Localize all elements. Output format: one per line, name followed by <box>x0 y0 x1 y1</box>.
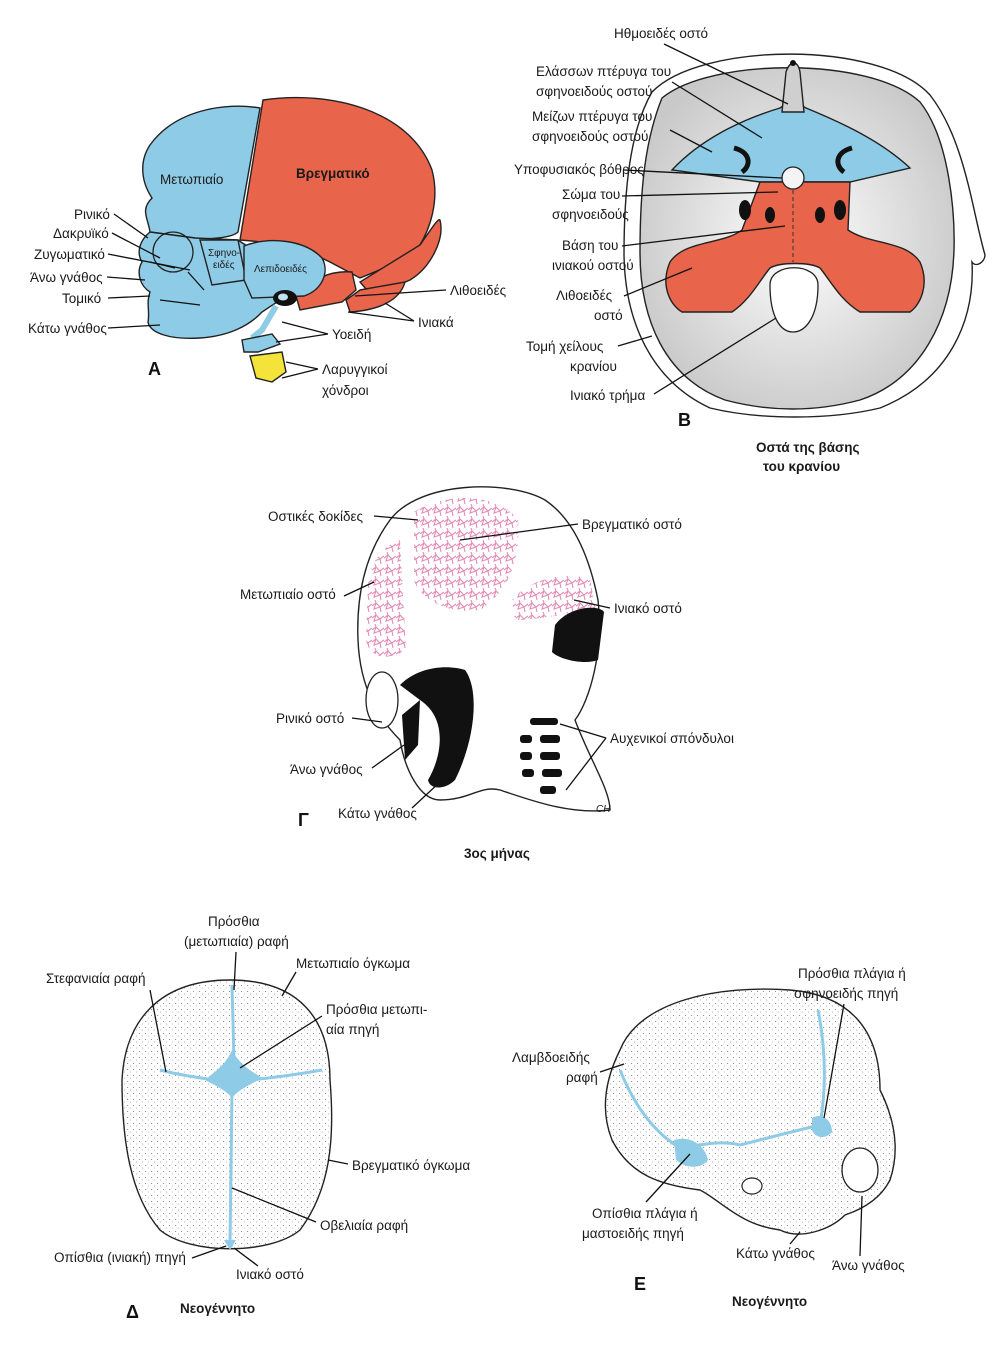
greater-wing-label-b2: σφηνοειδούς οστού <box>532 129 648 144</box>
panel-letter-d: Δ <box>126 1302 139 1322</box>
lambdoid-label-e1: Λαμβδοειδής <box>512 1050 590 1065</box>
sphenoid-fontanelle <box>812 1115 832 1138</box>
laryngeal-cartilage-a <box>249 351 287 383</box>
panel-c-fetus-skull <box>357 486 611 812</box>
frontal-label-c: Μετωπιαίο οστό <box>240 587 336 602</box>
trabeculae-label-c: Οστικές δοκίδες <box>268 509 363 524</box>
orbit-a <box>152 231 194 273</box>
frontal-ossification <box>366 540 406 657</box>
anterior-fontanelle <box>205 1050 262 1098</box>
petrous-label-a: Λιθοειδές <box>450 283 507 298</box>
panel-letter-e: Ε <box>634 1274 646 1294</box>
petrous-label-b2: οστό <box>594 308 623 323</box>
cervical-label-c: Αυχενικοί σπόνδυλοι <box>610 731 734 746</box>
caption-d: Νεογέννητο <box>180 1301 255 1316</box>
panel-letter-c: Γ <box>298 810 309 830</box>
cut-label-b2: κρανίου <box>570 359 617 374</box>
frontal-label-a: Μετωπιαίο <box>160 172 223 187</box>
panel-a-skull <box>138 96 442 383</box>
ant-fontanelle-label-d2: αία πηγή <box>326 1022 379 1037</box>
petrous-label-b1: Λιθοειδές <box>556 288 613 303</box>
mandible-label-c: Κάτω γνάθος <box>338 806 417 821</box>
squamous-bone-a <box>243 240 326 299</box>
sphenoid-font-label-e1: Πρόσθια πλάγια ή <box>798 966 906 981</box>
ant-fontanelle-label-d1: Πρόσθια μετωπι- <box>326 1002 427 1017</box>
mastoid-font-label-e1: Οπίσθια πλάγια ή <box>592 1206 698 1221</box>
maxilla-label-a: Άνω γνάθος <box>30 270 103 285</box>
coronal-label-d: Στεφανιαία ραφή <box>46 971 145 986</box>
caption-b1: Οστά της βάσης <box>756 440 860 455</box>
lesser-wing-label-b1: Ελάσσων πτέρυγα του <box>536 64 671 79</box>
caption-c: 3ος μήνας <box>464 846 530 861</box>
caption-e: Νεογέννητο <box>732 1294 807 1309</box>
frontal-suture-label-d1: Πρόσθια <box>208 914 260 929</box>
cut-label-b1: Τομή χείλους <box>526 339 604 354</box>
maxilla-label-c: Άνω γνάθος <box>290 762 363 777</box>
nasal-label-c: Ρινικό οστό <box>276 711 344 726</box>
mastoid-fontanelle <box>674 1138 708 1167</box>
mandible-label-a: Κάτω γνάθος <box>28 321 107 336</box>
zygomatic-label-a: Ζυγωματικό <box>34 247 105 262</box>
lesser-wing-label-b2: σφηνοειδούς οστού <box>536 84 652 99</box>
greater-wing-label-b1: Μείζων πτέρυγα του <box>532 109 652 124</box>
panel-a-text: Μετωπιαίο Βρεγματικό Σφηνο- ειδές Λεπιδο… <box>28 166 507 398</box>
body-label-b2: σφηνοειδούς <box>552 207 629 222</box>
laryngeal-label-a2: χόνδροι <box>322 383 369 398</box>
post-fontanelle-label-d: Οπίσθια (ινιακή) πηγή <box>54 1250 186 1265</box>
occipital-base-b <box>665 181 925 313</box>
frontal-eminence-label-d: Μετωπιαίο όγκωμα <box>296 956 410 971</box>
body-label-b1: Σώμα του <box>562 187 620 202</box>
panel-letter-b: Β <box>678 410 691 430</box>
panel-letter-a: A <box>148 359 161 379</box>
mastoid-font-label-e2: μαστοειδής πηγή <box>582 1226 684 1241</box>
sphenoid-label-a1: Σφηνο- <box>208 248 240 259</box>
parietal-eminence-label-d: Βρεγματικό όγκωμα <box>352 1158 470 1173</box>
panel-b-skull-base <box>623 53 986 418</box>
parietal-ossification <box>414 498 519 611</box>
incisive-label-a: Τομικό <box>62 291 101 306</box>
panel-c-text: Οστικές δοκίδες Βρεγματικό οστό Μετωπιαί… <box>240 509 734 861</box>
maxilla-label-e: Άνω γνάθος <box>832 1258 905 1273</box>
signature-c: CH <box>596 804 611 815</box>
laryngeal-label-a1: Λαρυγγικοί <box>322 362 387 377</box>
occipital-label-c: Ινιακό οστό <box>614 601 682 616</box>
hyoid-label-a: Υοειδή <box>332 327 371 342</box>
parietal-label-c: Βρεγματικό οστό <box>582 517 682 532</box>
hyoid-bone-a <box>241 333 282 353</box>
sphenoid-bone-b <box>670 99 912 183</box>
lacrimal-label-a: Δακρυϊκό <box>53 226 109 241</box>
hypophyseal-fossa-b <box>781 166 805 190</box>
newborn-skull-side <box>604 988 896 1235</box>
panel-b-text: Ηθμοειδές οστό Ελάσσων πτέρυγα του σφηνο… <box>514 26 860 474</box>
nasal-label-a: Ρινικό <box>74 207 110 222</box>
ethmoid-label-b: Ηθμοειδές οστό <box>614 26 708 41</box>
newborn-skull-top <box>121 979 333 1250</box>
sphenoid-label-a2: ειδές <box>213 259 235 271</box>
panel-d-text: Πρόσθια (μετωπιαία) ραφή Στεφανιαία ραφή… <box>46 914 470 1322</box>
basi-label-b1: Βάση του <box>562 238 618 253</box>
cervical-vertebrae <box>520 718 562 794</box>
occipital-ossification <box>512 575 596 620</box>
lambdoid-label-e2: ραφή <box>566 1070 598 1085</box>
foramen-magnum-b <box>769 267 819 333</box>
panel-e-newborn-side <box>604 988 896 1235</box>
mandible-label-e: Κάτω γνάθος <box>736 1246 815 1261</box>
sphenoid-font-label-e2: σφηνοειδής πηγή <box>794 986 898 1001</box>
frontal-suture-label-d2: (μετωπιαία) ραφή <box>184 934 289 949</box>
basi-label-b2: ινιακού οστού <box>552 258 634 273</box>
occipital-label-d: Ινιακό οστό <box>236 1267 304 1282</box>
caption-b2: του κρανίου <box>763 459 840 474</box>
squamous-label-a: Λεπιδοειδές <box>254 263 307 275</box>
parietal-label-a: Βρεγματικό <box>296 166 370 181</box>
occipital-label-a: Ινιακά <box>418 315 454 330</box>
panel-e-text: Πρόσθια πλάγια ή σφηνοειδής πηγή Λαμβδοε… <box>512 966 906 1309</box>
panel-d-newborn-top <box>121 979 333 1250</box>
foramen-label-b: Ινιακό τρήμα <box>570 388 645 403</box>
hypophyseal-label-b: Υποφυσιακός βόθρος <box>514 162 644 177</box>
occipital-bone-a <box>358 219 442 297</box>
sagittal-label-d: Οβελιαία ραφή <box>320 1218 408 1233</box>
